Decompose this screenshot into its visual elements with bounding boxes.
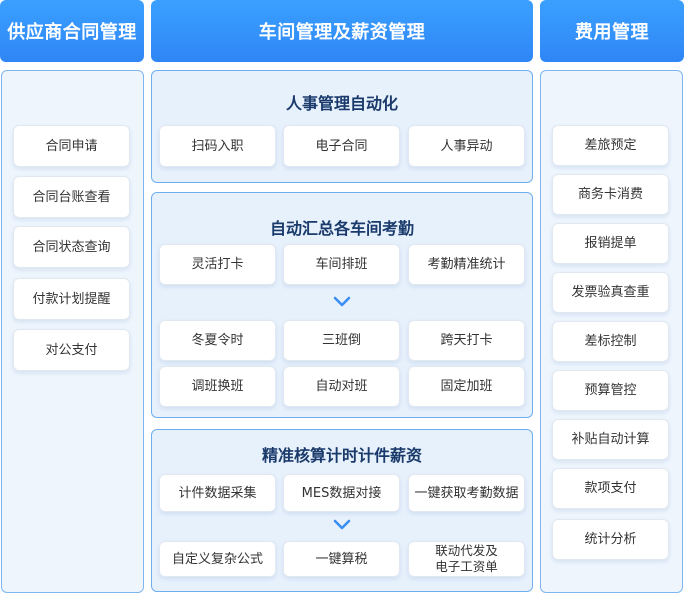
chevron-down-icon (333, 519, 351, 530)
att-item-cross-day-clock[interactable]: 跨天打卡 (408, 320, 525, 361)
hr-item-e-contract[interactable]: 电子合同 (283, 125, 400, 167)
left-item-contract-status[interactable]: 合同状态查询 (13, 226, 130, 268)
att-item-fixed-overtime[interactable]: 固定加班 (408, 366, 525, 407)
att-item-shift-schedule[interactable]: 车间排班 (283, 244, 400, 285)
hr-item-scan-onboard[interactable]: 扫码入职 (159, 125, 276, 167)
section-title-hr: 人事管理自动化 (285, 94, 398, 113)
header-supplier-contract: 供应商合同管理 (0, 0, 144, 62)
left-item-payment-plan[interactable]: 付款计划提醒 (13, 278, 130, 320)
right-item-business-card[interactable]: 商务卡消费 (552, 174, 669, 215)
att-item-three-shifts[interactable]: 三班倒 (283, 320, 400, 361)
pay-item-one-click-tax[interactable]: 一键算税 (283, 541, 400, 577)
section-title-attendance: 自动汇总各车间考勤 (269, 219, 414, 238)
pay-item-piece-data[interactable]: 计件数据采集 (159, 474, 276, 512)
pay-item-custom-formula[interactable]: 自定义复杂公式 (159, 541, 276, 577)
section-title-payroll: 精准核算计时计件薪资 (261, 446, 422, 465)
left-item-contract-ledger[interactable]: 合同台账查看 (13, 176, 130, 218)
right-item-invoice-verify[interactable]: 发票验真查重 (552, 272, 669, 313)
att-item-auto-shift-match[interactable]: 自动对班 (283, 366, 400, 407)
pay-item-mes-integration[interactable]: MES数据对接 (283, 474, 400, 512)
left-item-corporate-payment[interactable]: 对公支付 (13, 329, 130, 371)
right-item-travel-booking[interactable]: 差旅预定 (552, 125, 669, 166)
right-item-expense-report[interactable]: 报销提单 (552, 223, 669, 264)
pay-item-fetch-attendance[interactable]: 一键获取考勤数据 (408, 474, 525, 512)
header-expense: 费用管理 (540, 0, 684, 62)
hr-item-personnel-change[interactable]: 人事异动 (408, 125, 525, 167)
right-item-subsidy-calc[interactable]: 补贴自动计算 (552, 419, 669, 460)
pay-item-payslip[interactable]: 联动代发及 电子工资单 (408, 541, 525, 577)
header-workshop-payroll: 车间管理及薪资管理 (151, 0, 533, 62)
att-item-precise-stats[interactable]: 考勤精准统计 (408, 244, 525, 285)
att-item-daylight-time[interactable]: 冬夏令时 (159, 320, 276, 361)
right-item-budget-control[interactable]: 预算管控 (552, 370, 669, 411)
right-item-statistics[interactable]: 统计分析 (552, 519, 669, 560)
left-item-contract-apply[interactable]: 合同申请 (13, 125, 130, 167)
chevron-down-icon (333, 296, 351, 307)
right-item-payment[interactable]: 款项支付 (552, 468, 669, 509)
att-item-shift-swap[interactable]: 调班换班 (159, 366, 276, 407)
att-item-flexible-clock[interactable]: 灵活打卡 (159, 244, 276, 285)
right-item-travel-standard[interactable]: 差标控制 (552, 321, 669, 362)
